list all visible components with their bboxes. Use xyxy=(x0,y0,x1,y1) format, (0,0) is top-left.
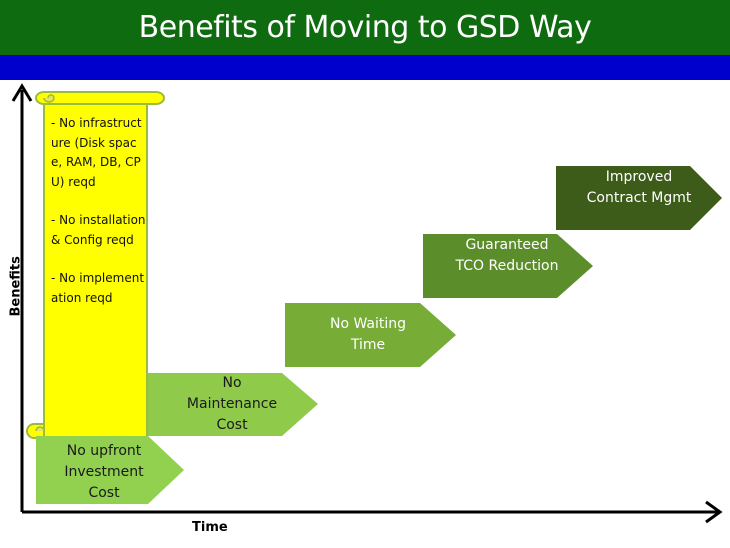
step-5-shape xyxy=(556,166,722,230)
step-1-shape xyxy=(36,436,184,504)
scroll-item: - No implementation reqd xyxy=(51,271,145,305)
y-axis-label: Benefits xyxy=(8,256,24,317)
step-2-shape xyxy=(148,373,318,436)
step-4-shape xyxy=(423,234,593,298)
scroll-text: - No infrastructure (Disk space, RAM, DB… xyxy=(51,114,147,327)
slide-title: Benefits of Moving to GSD Way xyxy=(138,10,592,45)
x-axis-arrowhead xyxy=(705,500,723,524)
scroll-item: - No infrastructure (Disk space, RAM, DB… xyxy=(51,116,142,189)
scroll-top-roll xyxy=(35,91,165,105)
step-1-label: No upfront Investment Cost xyxy=(64,443,144,501)
scroll-shape xyxy=(26,91,165,439)
scroll-bottom-curl xyxy=(35,426,45,432)
title-underline-band xyxy=(0,55,730,80)
title-bar xyxy=(0,0,730,55)
x-axis-label: Time xyxy=(192,520,228,535)
scroll-top-curl xyxy=(43,94,55,103)
step-2-label: No Maintenance Cost xyxy=(186,375,278,433)
step-3-label: No Waiting Time xyxy=(329,316,407,353)
scroll-item: - No installation & Config reqd xyxy=(51,213,146,247)
steps-group xyxy=(36,166,722,504)
step-4-label: Guaranteed TCO Reduction xyxy=(455,237,559,274)
axes xyxy=(11,83,723,524)
step-5-label: Improved Contract Mgmt xyxy=(586,169,692,206)
step-3-shape xyxy=(285,303,456,367)
y-axis-arrowhead xyxy=(11,83,33,102)
